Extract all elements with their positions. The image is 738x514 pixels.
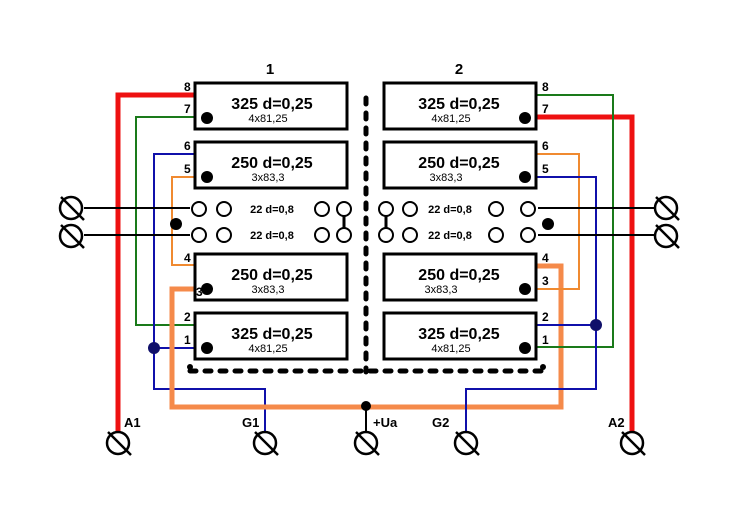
pin-label-4-left: 4 xyxy=(184,251,191,265)
winding-left-2: 250 d=0,25 3x83,3 xyxy=(193,140,349,190)
winding-left-3: 250 d=0,25 3x83,3 xyxy=(193,252,349,302)
winding-main-text: 325 d=0,25 xyxy=(418,96,500,113)
wire-a2-red xyxy=(535,114,635,432)
pin-label-8-right: 8 xyxy=(542,80,549,94)
winding-sub-text: 3x83,3 xyxy=(251,172,284,184)
junction-dot-left xyxy=(148,342,160,354)
winding-main-text: 250 d=0,25 xyxy=(231,267,313,284)
winding-main-text: 250 d=0,25 xyxy=(418,155,500,172)
terminal-icon-sec-right-top[interactable] xyxy=(653,195,680,221)
terminal-icon-a2[interactable] xyxy=(619,430,646,456)
pin-label-8-left: 8 xyxy=(184,80,191,94)
winding-sub-text: 3x83,3 xyxy=(424,284,457,296)
shield-end-dot xyxy=(187,364,193,370)
start-dot-icon xyxy=(519,342,531,354)
secondary-start-dot-left xyxy=(170,218,182,230)
start-dot-icon xyxy=(201,112,213,124)
section-label-1: 1 xyxy=(266,61,274,78)
pin-label-6-left: 6 xyxy=(184,139,191,153)
winding-sub-text: 3x83,3 xyxy=(251,284,284,296)
secondary-right-label-top: 22 d=0,8 xyxy=(428,204,472,216)
terminal-label-g1: G1 xyxy=(242,415,259,430)
terminal-icon-sec-right-bottom[interactable] xyxy=(653,223,680,249)
pin-label-5-right: 5 xyxy=(542,162,549,176)
pin-label-2-right: 2 xyxy=(542,310,549,324)
secondary-left-label-bottom: 22 d=0,8 xyxy=(250,230,294,242)
winding-sub-text: 4x81,25 xyxy=(248,113,287,125)
winding-left-1: 325 d=0,25 4x81,25 xyxy=(193,81,349,131)
section-label-2: 2 xyxy=(455,61,463,78)
pin-label-6-right: 6 xyxy=(542,139,549,153)
pin-label-2-left: 2 xyxy=(184,310,191,324)
secondary-left xyxy=(191,201,352,243)
start-dot-icon xyxy=(519,112,531,124)
terminal-label-a1: A1 xyxy=(124,415,141,430)
winding-right-4: 325 d=0,25 4x81,25 xyxy=(382,311,538,361)
secondary-start-dot-right xyxy=(542,218,554,230)
winding-main-text: 325 d=0,25 xyxy=(231,96,313,113)
junction-dot-ua xyxy=(361,401,371,411)
shield-end-dot xyxy=(540,364,546,370)
terminal-icon-sec-left-bottom[interactable] xyxy=(58,223,85,249)
pin-label-7-right: 7 xyxy=(542,102,549,116)
start-dot-icon xyxy=(519,283,531,295)
pin-label-1-right: 1 xyxy=(542,333,549,347)
pin-label-1-left: 1 xyxy=(184,333,191,347)
winding-main-text: 325 d=0,25 xyxy=(231,326,313,343)
terminal-icon-sec-left-top[interactable] xyxy=(58,195,85,221)
winding-right-3: 250 d=0,25 3x83,3 xyxy=(382,252,538,302)
pin-label-3-right: 3 xyxy=(542,274,549,288)
start-dot-icon xyxy=(201,283,213,295)
winding-sub-text: 4x81,25 xyxy=(431,343,470,355)
winding-main-text: 250 d=0,25 xyxy=(418,267,500,284)
pin-label-7-left: 7 xyxy=(184,102,191,116)
winding-main-text: 325 d=0,25 xyxy=(418,326,500,343)
wire-right-blue xyxy=(465,176,597,432)
start-dot-icon xyxy=(519,171,531,183)
winding-sub-text: 3x83,3 xyxy=(429,172,462,184)
wire-right-orange-thin xyxy=(535,153,580,290)
secondary-right xyxy=(378,201,536,243)
terminal-icon-g1[interactable] xyxy=(252,430,279,456)
winding-right-1: 325 d=0,25 4x81,25 xyxy=(382,81,538,131)
secondary-right-label-bottom: 22 d=0,8 xyxy=(428,230,472,242)
terminal-label-ua: +Ua xyxy=(373,415,398,430)
winding-right-2: 250 d=0,25 3x83,3 xyxy=(382,140,538,190)
winding-sub-text: 4x81,25 xyxy=(248,343,287,355)
winding-sub-text: 4x81,25 xyxy=(431,113,470,125)
pin-label-3-left: 3 xyxy=(196,285,203,299)
junction-dot-right xyxy=(590,319,602,331)
wire-a1-red xyxy=(115,92,197,432)
terminal-icon-g2[interactable] xyxy=(453,430,480,456)
terminal-icon-a1[interactable] xyxy=(105,430,132,456)
wire-left-blue xyxy=(153,153,266,432)
pin-label-5-left: 5 xyxy=(184,162,191,176)
terminal-label-a2: A2 xyxy=(608,415,625,430)
winding-left-4: 325 d=0,25 4x81,25 xyxy=(193,311,349,361)
start-dot-icon xyxy=(201,171,213,183)
start-dot-icon xyxy=(201,342,213,354)
wire-left-green xyxy=(135,116,197,326)
pin-label-4-right: 4 xyxy=(542,251,549,265)
secondary-left-label-top: 22 d=0,8 xyxy=(250,204,294,216)
terminal-icon-ua[interactable] xyxy=(353,430,380,456)
winding-main-text: 250 d=0,25 xyxy=(231,155,313,172)
wire-right-green xyxy=(535,94,614,348)
terminal-label-g2: G2 xyxy=(432,415,449,430)
